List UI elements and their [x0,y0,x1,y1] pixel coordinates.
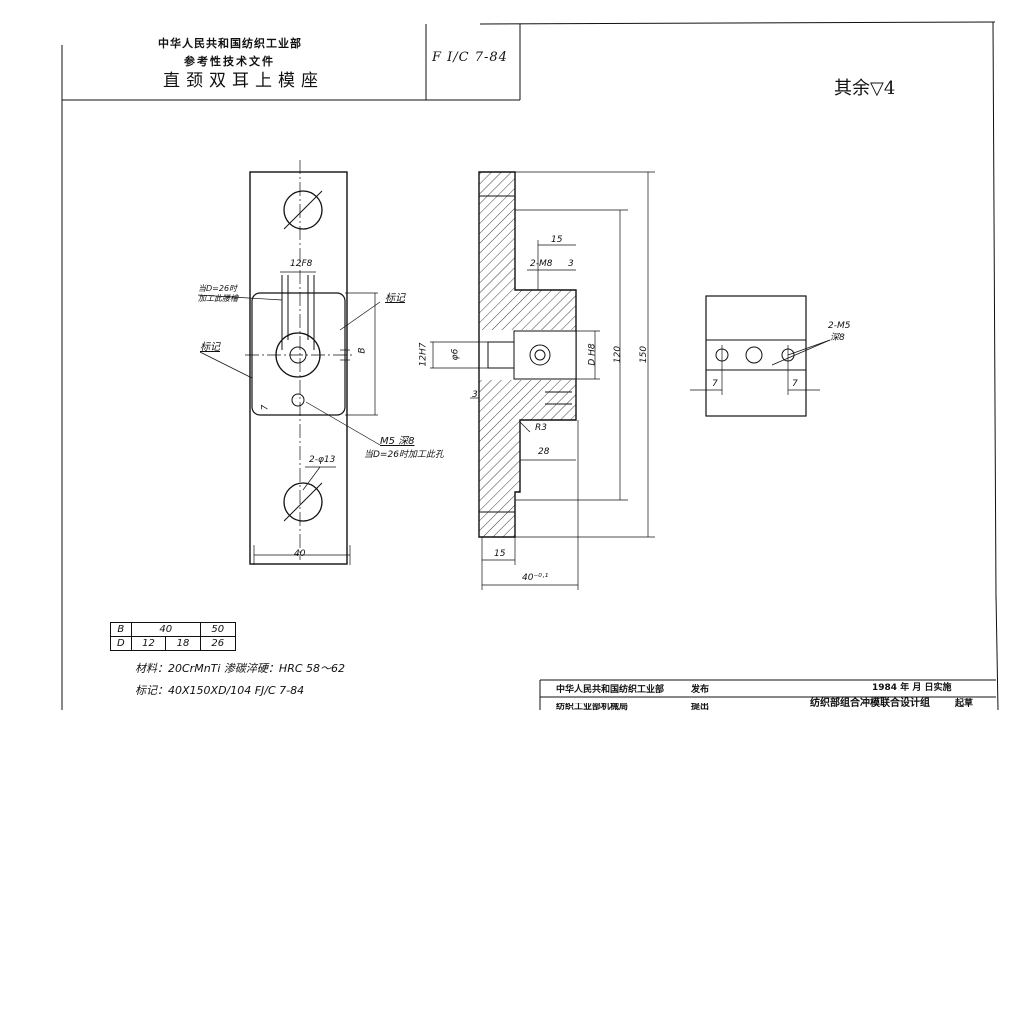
footer-draft: 起草 [955,699,974,709]
dim-r3: R3 [535,423,547,433]
dim-12h7: 12H7 [418,342,429,367]
dim-7-side-right: 7 [792,379,798,389]
dim-3-top: 3 [568,259,574,269]
page-blank-area [0,712,1024,1024]
table-row: B 40 50 [110,622,236,637]
doc-type: 参考性技术文件 [184,55,275,68]
footer-ministry2: 纺织工业部机械局 [556,703,629,711]
table-cell: 12 [130,636,167,651]
dim-120: 120 [613,345,624,364]
roughness-note: 其余▽4 [834,78,896,99]
dim-phi6: φ6 [450,348,461,361]
org-name: 中华人民共和国纺织工业部 [158,37,302,50]
label-mark-right: 标记 [385,293,405,304]
dim-7-side-left: 7 [712,379,718,389]
standard-code: F I/C 7-84 [432,50,508,65]
drawing-title: 直颈双耳上模座 [163,71,324,91]
note-d26-slot: 当D=26时 加工此腰槽 [198,284,238,303]
table-cell: 26 [199,636,236,651]
dim-28: 28 [538,447,550,457]
dim-15-top: 15 [551,235,563,245]
note-d26-hole: 当D=26时加工此孔 [364,450,444,460]
dim-b: B [357,347,368,354]
dim-7-front: 7 [260,404,271,411]
table-cell: 50 [199,622,236,637]
note-2m5: 2-M5 [828,321,851,331]
note-m5: M5 深8 [380,436,415,447]
dim-40-tol: 40⁻⁰·¹ [522,573,549,583]
footer-team: 纺织部组合冲模联合设计组 [810,698,930,709]
dim-150: 150 [639,345,650,364]
table-cell: 40 [130,622,201,637]
marking-line: 标记：40X150XD/104 FJ/C 7-84 [135,684,305,697]
footer-release: 发布 [691,685,710,695]
dim-3-left: 3 [472,390,478,400]
table-row: D 12 18 26 [110,636,236,651]
label-mark-left: 标记 [200,342,220,353]
note-depth: 深8 [830,333,845,343]
spec-table: B 40 50 D 12 18 26 [110,622,236,651]
footer-ministry: 中华人民共和国纺织工业部 [556,685,665,695]
table-cell: B [110,622,132,637]
dim-12f8: 12F8 [290,259,313,269]
dim-2phi13: 2-φ13 [309,455,336,465]
material-line: 材料：20CrMnTi 渗碳淬硬：HRC 58～62 [135,662,346,675]
table-cell: 18 [165,636,201,651]
dim-40-front: 40 [294,549,306,559]
footer-propose: 提出 [691,703,710,711]
dim-2m8: 2-M8 [530,259,553,269]
table-cell: D [110,636,132,651]
footer-date: 1984 年 月 日实施 [872,683,952,693]
dim-15-bottom: 15 [494,549,506,559]
dim-dh8: D H8 [587,343,598,366]
